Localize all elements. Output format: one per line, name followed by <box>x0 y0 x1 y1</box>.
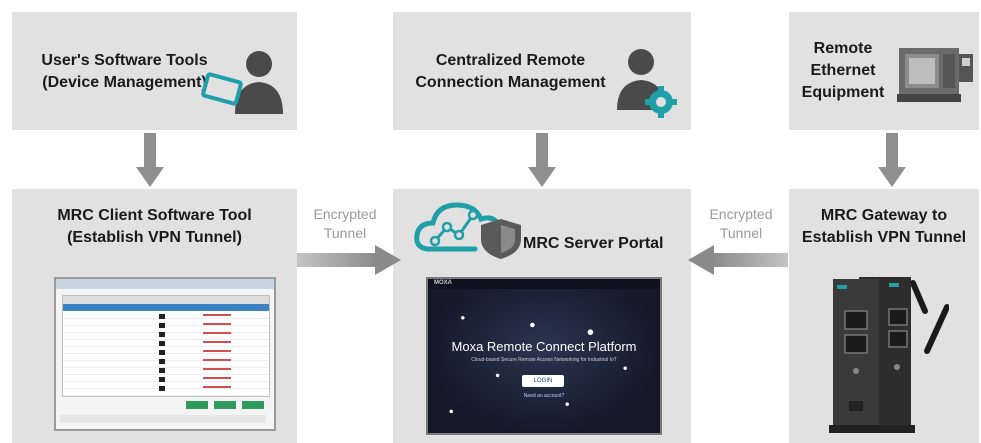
mrc-server-box: MRC Server Portal MOXA Moxa Remote Conne… <box>393 189 691 443</box>
right-tunnel-label: Encrypted Tunnel <box>694 205 788 243</box>
client-software-screenshot <box>54 277 276 431</box>
screenshot-buttons <box>186 401 266 409</box>
gateway-line2: Establish VPN Tunnel <box>801 229 967 246</box>
right-pointing-arrow <box>297 245 401 275</box>
admin-gear-icon <box>611 46 681 118</box>
screenshot-statusbar <box>60 415 266 423</box>
user-tools-line1: User's Software Tools <box>41 52 208 69</box>
left-tunnel-label: Encrypted Tunnel <box>299 205 391 243</box>
left-pointing-arrow <box>688 245 788 275</box>
central-management-box: Centralized Remote Connection Management <box>393 12 691 130</box>
cloud-shield-icon <box>413 197 525 261</box>
central-mgmt-line1: Centralized Remote <box>435 52 586 69</box>
down-arrow-left <box>136 133 164 189</box>
right-tunnel-line1: Encrypted <box>709 206 773 222</box>
remote-equipment-line1: Remote <box>813 40 873 57</box>
gateway-line1: MRC Gateway to <box>820 207 948 224</box>
remote-equipment-box: Remote Ethernet Equipment <box>789 12 979 130</box>
user-tools-line2: (Device Management) <box>42 74 207 91</box>
remote-equipment-line3: Equipment <box>801 84 885 101</box>
client-line2: (Establish VPN Tunnel) <box>67 229 242 246</box>
portal-signup-link[interactable]: Need an account? <box>523 393 565 399</box>
portal-login-button[interactable]: LOGIN <box>522 375 564 387</box>
remote-equipment-title: Remote Ethernet Equipment <box>797 38 889 104</box>
red-values <box>203 314 231 392</box>
central-mgmt-line2: Connection Management <box>415 74 606 91</box>
screenshot-titlebar <box>56 279 274 289</box>
screenshot-table <box>62 295 270 397</box>
status-dots <box>159 314 165 392</box>
mrc-client-title: MRC Client Software Tool (Establish VPN … <box>12 205 297 249</box>
mrc-server-title: MRC Server Portal <box>523 235 664 252</box>
portal-screenshot: MOXA Moxa Remote Connect Platform Cloud-… <box>426 277 662 435</box>
mrc-gateway-box: MRC Gateway to Establish VPN Tunnel <box>789 189 979 443</box>
table-selected-row <box>63 304 269 311</box>
user-software-tools-title: User's Software Tools (Device Management… <box>22 50 227 94</box>
portal-topbar: MOXA <box>428 279 660 289</box>
table-rows <box>63 312 269 396</box>
user-tablet-icon <box>199 48 289 118</box>
left-tunnel-line2: Tunnel <box>323 225 367 241</box>
portal-subline: Cloud-based Secure Remote Access Network… <box>471 357 617 363</box>
gateway-device-icon <box>829 271 949 436</box>
user-software-tools-box: User's Software Tools (Device Management… <box>12 12 297 130</box>
table-header <box>63 296 269 304</box>
portal-network-dots <box>428 289 660 433</box>
right-tunnel-line2: Tunnel <box>719 225 763 241</box>
left-tunnel-line1: Encrypted <box>313 206 377 222</box>
portal-headline: Moxa Remote Connect Platform <box>451 339 637 354</box>
remote-equipment-line2: Ethernet <box>810 62 876 79</box>
mrc-client-box: MRC Client Software Tool (Establish VPN … <box>12 189 297 443</box>
client-line1: MRC Client Software Tool <box>57 207 252 224</box>
central-management-title: Centralized Remote Connection Management <box>403 50 618 94</box>
mrc-gateway-title: MRC Gateway to Establish VPN Tunnel <box>789 205 979 249</box>
down-arrow-center <box>528 133 556 189</box>
portal-brand: MOXA <box>434 280 452 286</box>
down-arrow-right <box>878 133 906 189</box>
cnc-machine-icon <box>897 42 975 104</box>
